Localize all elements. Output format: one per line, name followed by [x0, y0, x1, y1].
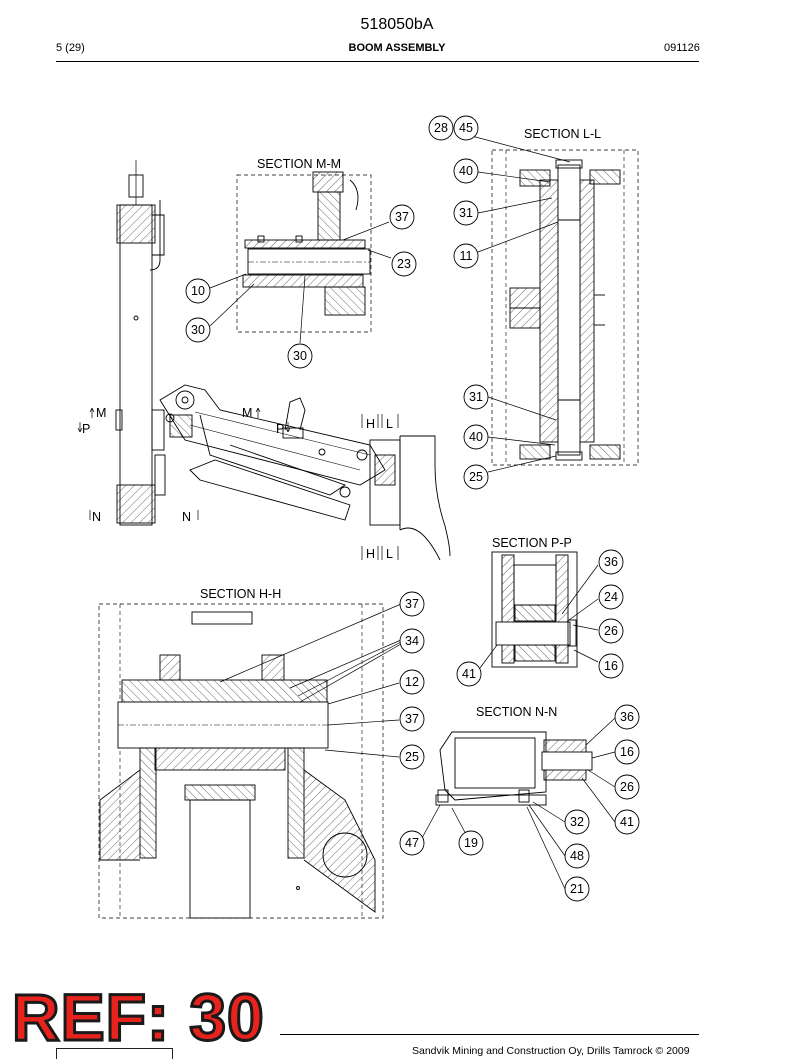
- svg-text:31: 31: [459, 206, 473, 220]
- callout-32: 32: [564, 809, 590, 835]
- svg-text:16: 16: [620, 745, 634, 759]
- svg-text:24: 24: [604, 590, 618, 604]
- svg-text:40: 40: [469, 430, 483, 444]
- boom-side-view: [115, 160, 451, 561]
- section-mm-view: [236, 171, 372, 333]
- section-ll-view: [491, 149, 639, 466]
- callout-34: 34: [399, 628, 425, 654]
- callout-28: 28: [428, 115, 454, 141]
- svg-text:48: 48: [570, 849, 584, 863]
- callout-23: 23: [391, 251, 417, 277]
- callout-40: 40: [463, 424, 489, 450]
- ref-stamp: REF: 30: [11, 980, 266, 1054]
- svg-text:19: 19: [464, 836, 478, 850]
- callout-10: 10: [185, 278, 211, 304]
- svg-text:37: 37: [405, 597, 419, 611]
- svg-text:30: 30: [191, 323, 205, 337]
- cut-p-right: P: [276, 422, 284, 436]
- document-title: BOOM ASSEMBLY: [348, 42, 446, 54]
- callout-36: 36: [598, 549, 624, 575]
- svg-text:28: 28: [434, 121, 448, 135]
- callout-30: 30: [185, 317, 211, 343]
- svg-text:11: 11: [460, 249, 473, 263]
- callout-30: 30: [287, 343, 313, 369]
- document-date: 091126: [664, 42, 700, 54]
- callout-41: 41: [614, 809, 640, 835]
- svg-text:25: 25: [469, 470, 483, 484]
- svg-text:31: 31: [469, 390, 483, 404]
- callout-37: 37: [399, 706, 425, 732]
- callout-37: 37: [389, 204, 415, 230]
- svg-text:21: 21: [570, 882, 584, 896]
- callout-19: 19: [458, 830, 484, 856]
- callout-40: 40: [453, 158, 479, 184]
- section-mm-label: SECTION M-M: [257, 157, 341, 171]
- footer-copyright: Sandvik Mining and Construction Oy, Dril…: [412, 1045, 690, 1057]
- svg-text:47: 47: [405, 836, 419, 850]
- callout-48: 48: [564, 843, 590, 869]
- callout-26: 26: [614, 774, 640, 800]
- svg-text:16: 16: [604, 659, 618, 673]
- cut-markers: M P M P N N H L H L: [77, 406, 399, 561]
- section-pp-view: [491, 551, 578, 668]
- svg-text:25: 25: [405, 750, 419, 764]
- callout-37: 37: [399, 591, 425, 617]
- callout-45: 45: [453, 115, 479, 141]
- section-nn-view: [435, 731, 593, 806]
- cut-h-bottom: H: [366, 547, 375, 561]
- cut-l-top: L: [386, 417, 393, 431]
- svg-text:41: 41: [620, 815, 634, 829]
- cut-m-right: M: [242, 406, 252, 420]
- svg-text:36: 36: [604, 555, 618, 569]
- callout-21: 21: [564, 876, 590, 902]
- callout-31: 31: [453, 200, 479, 226]
- cut-l-bottom: L: [386, 547, 393, 561]
- svg-text:12: 12: [405, 675, 419, 689]
- callout-31: 31: [463, 384, 489, 410]
- header-rule: [56, 61, 699, 62]
- callout-47: 47: [399, 830, 425, 856]
- callout-24: 24: [598, 584, 624, 610]
- section-hh-label: SECTION H-H: [200, 587, 281, 601]
- callout-25: 25: [399, 744, 425, 770]
- section-pp-label: SECTION P-P: [492, 536, 572, 550]
- footer-rule: [280, 1034, 699, 1035]
- cut-m-left: M: [96, 406, 106, 420]
- callout-bubbles: 28 45 40 31 11 31 40 25 37 23 10 30 30 3…: [185, 115, 640, 902]
- callout-16: 16: [614, 739, 640, 765]
- callout-41: 41: [456, 661, 482, 687]
- svg-text:23: 23: [397, 257, 411, 271]
- callout-36: 36: [614, 704, 640, 730]
- svg-text:30: 30: [293, 349, 307, 363]
- callout-26: 26: [598, 618, 624, 644]
- svg-text:40: 40: [459, 164, 473, 178]
- callout-12: 12: [399, 669, 425, 695]
- callout-11: 11: [453, 243, 479, 269]
- cut-n-left: N: [92, 510, 101, 524]
- callout-25: 25: [463, 464, 489, 490]
- svg-text:41: 41: [462, 667, 476, 681]
- svg-text:34: 34: [405, 634, 419, 648]
- section-ll-label: SECTION L-L: [524, 127, 601, 141]
- svg-text:10: 10: [191, 284, 205, 298]
- page-number: 5 (29): [56, 42, 85, 54]
- cut-h-top: H: [366, 417, 375, 431]
- svg-text:37: 37: [395, 210, 409, 224]
- svg-text:26: 26: [620, 780, 634, 794]
- document-code: 518050bA: [360, 16, 434, 33]
- section-nn-label: SECTION N-N: [476, 705, 557, 719]
- section-hh-view: [98, 603, 384, 919]
- svg-text:37: 37: [405, 712, 419, 726]
- svg-text:32: 32: [570, 815, 584, 829]
- callout-16: 16: [598, 653, 624, 679]
- svg-text:36: 36: [620, 710, 634, 724]
- svg-text:26: 26: [604, 624, 618, 638]
- svg-text:45: 45: [459, 121, 473, 135]
- cut-n-right: N: [182, 510, 191, 524]
- cut-p-left: P: [82, 422, 90, 436]
